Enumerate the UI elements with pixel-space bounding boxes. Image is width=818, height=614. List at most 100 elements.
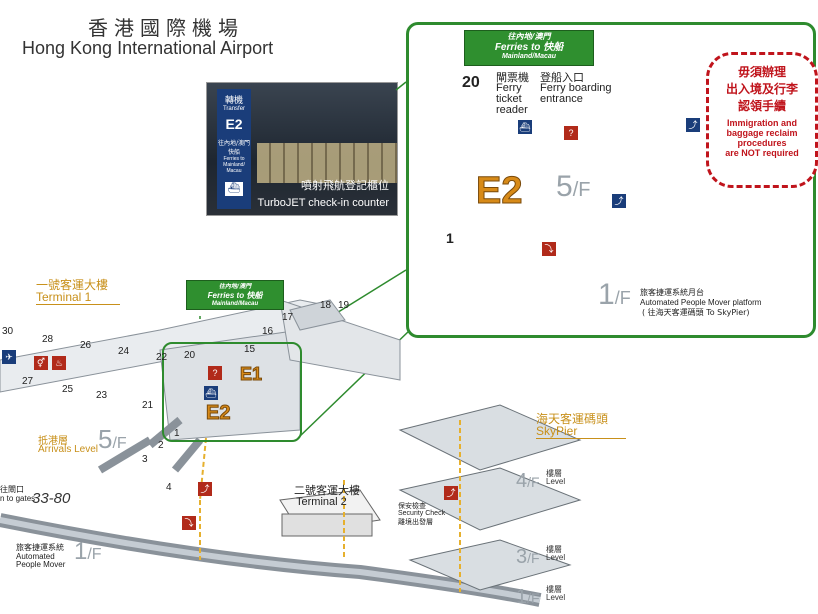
- sign-ferry: 往內地/澳門快船: [217, 140, 251, 156]
- banner-map-cn-right: 快船: [246, 291, 263, 300]
- apm-main-level-num: 1: [74, 538, 88, 565]
- map-escalator-icon: ⤵: [182, 516, 196, 530]
- skypier-en: SkyPier: [536, 424, 578, 438]
- notice-cn-2: 出入境及行李: [725, 82, 798, 96]
- gate-1: 1: [174, 428, 180, 439]
- gate-2: 2: [158, 440, 164, 451]
- map-zone-e1: E1: [239, 364, 263, 385]
- gate-28: 28: [42, 334, 54, 345]
- sign-ferry-en: Ferries to Mainland/ Macau: [223, 156, 245, 174]
- gate-25: 25: [62, 384, 74, 395]
- banner-en-bottom: Mainland/Macau: [501, 53, 557, 60]
- skypier-cn: 海天客運碼頭: [536, 412, 609, 426]
- ferry-icon: ⛴: [225, 182, 243, 196]
- notice-en-1: Immigration and: [726, 118, 797, 128]
- map-info-icon: ?: [208, 366, 222, 380]
- arrivals-level: 5/F: [98, 424, 127, 455]
- security-note: 離境出發層: [398, 518, 433, 526]
- terminal2-cn: 二號客運大樓: [294, 484, 360, 497]
- notice-en-4: are NOT required: [725, 148, 799, 158]
- plane-icon: ✈: [2, 350, 16, 364]
- terminal1-underline: [36, 304, 120, 305]
- sky-level-3-suffix: /F: [527, 550, 540, 566]
- ferry-icon-zoom: ⛴: [518, 120, 532, 134]
- zoom-level-suffix: /F: [572, 179, 591, 201]
- sky-escalator-icon: ⤴: [444, 486, 458, 500]
- sign-code: E2: [225, 116, 243, 132]
- zoom-level1-suffix: /F: [614, 288, 631, 308]
- zoom-level-num: 5: [556, 170, 573, 203]
- restroom-icon: ⚥: [34, 356, 48, 370]
- boarding-cn: 登船入口: [540, 71, 584, 84]
- gates-link-range: 33-80: [32, 490, 71, 507]
- banner-en-top: Ferries to: [494, 42, 541, 53]
- banner-cn-right: 快船: [543, 42, 564, 53]
- banner-map-en-bottom: Mainland/Macau: [211, 301, 259, 307]
- skypier-structure: [398, 404, 582, 591]
- escalator-icon-2: ⤴: [612, 194, 626, 208]
- apm-note: ( 往海天客運碼頭 To SkyPier): [642, 308, 750, 317]
- notice-en-2: baggage reclaim: [726, 128, 798, 138]
- zoom-level-1: 1/F: [598, 278, 631, 312]
- arrivals-level-suffix: /F: [112, 435, 127, 452]
- security-check-label: 保安檢查 Security Check 離境出發層: [398, 502, 445, 526]
- sky-level-4-suffix: /F: [527, 474, 540, 490]
- sky-level-4-en: Level: [546, 477, 566, 486]
- sign-transfer: Transfer: [222, 106, 246, 112]
- security-cn: 保安檢查: [398, 502, 426, 510]
- sky-level-1-en: Level: [546, 593, 566, 602]
- zoom-level1-num: 1: [598, 278, 615, 311]
- sky-level-1-suffix: /F: [527, 590, 540, 606]
- zoom-gate-1: 1: [446, 230, 454, 246]
- security-en: Security Check: [398, 510, 446, 517]
- page-title-en: Hong Kong International Airport: [22, 38, 274, 58]
- no-immigration-notice: 毋須辦理 出入境及行李 認領手續 Immigration and baggage…: [706, 52, 818, 188]
- gate-21: 21: [142, 400, 154, 411]
- arrivals-en: Arrivals Level: [38, 444, 99, 455]
- map-zone-e2: E2: [205, 402, 231, 425]
- arrivals-level-num: 5: [98, 424, 113, 454]
- apm-platform-label: 旅客捷運系統月台 Automated People Mover platform…: [640, 288, 761, 318]
- reader-en-2: ticket: [496, 93, 522, 105]
- skypier-underline: [536, 438, 626, 439]
- zoom-level-5: 5/F: [556, 170, 590, 204]
- arrivals-cn: 抵港層: [38, 436, 68, 447]
- gate-20: 20: [184, 350, 196, 361]
- help-icon: ?: [564, 126, 578, 140]
- sky-level-4-cn: 樓層: [546, 469, 563, 478]
- reader-en-1: Ferry: [496, 82, 522, 94]
- gate-24: 24: [118, 346, 130, 357]
- escalator-icon-1: ⤴: [686, 118, 700, 132]
- apm-main-level: 1/F: [74, 538, 102, 566]
- terminal2-en: Terminal 2: [296, 496, 347, 508]
- gates-link-en: n to gates: [0, 494, 36, 503]
- ferry-banner-map: 往內地/澳門 Ferries to 快船 Mainland/Macau: [186, 280, 284, 310]
- photo-caption-en: TurboJET check-in counter: [257, 197, 389, 209]
- sky-level-1-cn: 樓層: [546, 585, 563, 594]
- zoom-zone-e2: E2: [475, 170, 523, 213]
- gate-30: 30: [2, 326, 14, 337]
- gate-3: 3: [142, 454, 148, 465]
- restaurant-icon: ♨: [52, 356, 66, 370]
- apm-main-level-suffix: /F: [87, 546, 102, 563]
- ferry-boarding-label: 登船入口 Ferry boarding entrance: [540, 72, 612, 105]
- gate-15: 15: [244, 344, 256, 355]
- apm-main-en-1: Automated: [16, 552, 55, 561]
- gate-18: 18: [320, 300, 332, 311]
- boarding-en-2: entrance: [540, 93, 583, 105]
- apm-cn: 旅客捷運系統月台: [640, 288, 704, 297]
- photo-caption-cn: 噴射飛航登記櫃位: [301, 179, 389, 192]
- transfer-sign: 轉機 Transfer E2 往內地/澳門快船 Ferries to Mainl…: [217, 89, 251, 209]
- callout-line-1: [395, 81, 407, 91]
- notice-en-3: procedures: [737, 138, 787, 148]
- counter-image: [257, 143, 397, 183]
- notice-cn-1: 毋須辦理: [737, 65, 786, 79]
- reader-cn: 閘票機: [496, 71, 529, 84]
- page-title-cn: 香港國際機場: [88, 16, 244, 40]
- sign-top: 轉機: [224, 96, 243, 106]
- banner-map-cn: 往內地/澳門: [218, 283, 252, 290]
- apm-main-cn: 旅客捷運系統: [16, 543, 64, 552]
